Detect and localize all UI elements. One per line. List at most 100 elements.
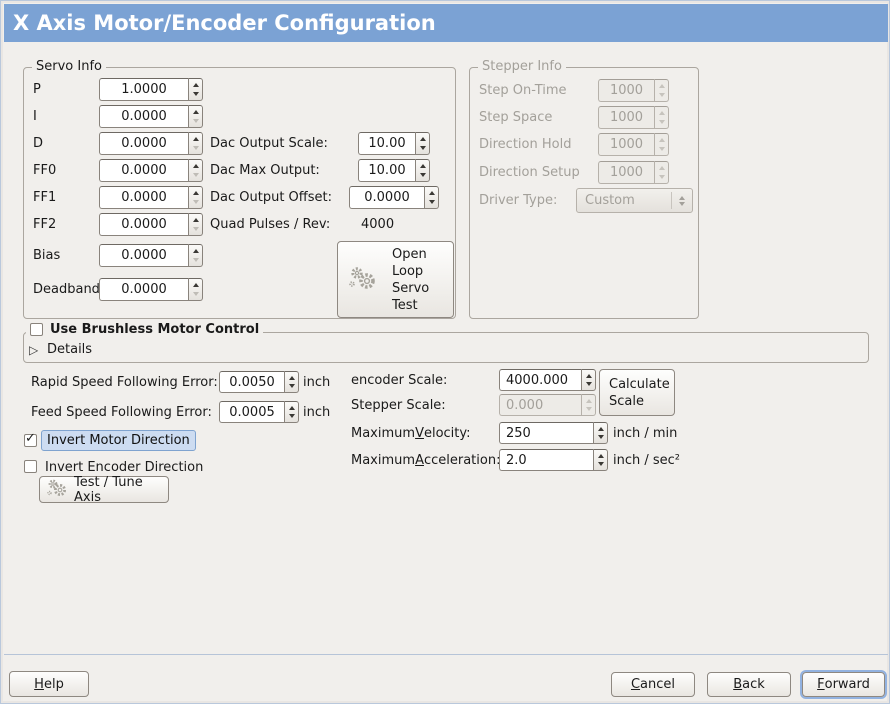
ff1-spinbox[interactable]: 0.0000 xyxy=(99,186,203,209)
max-velocity-spinner[interactable] xyxy=(593,422,608,444)
ff2-input[interactable]: 0.0000 xyxy=(99,213,188,236)
feed-following-error-unit: inch xyxy=(303,404,331,420)
bias-spinbox[interactable]: 0.0000 xyxy=(99,244,203,267)
gears-icon xyxy=(46,477,70,503)
calculate-scale-button-line: Scale xyxy=(609,393,644,409)
step-on-time-spinner xyxy=(654,79,669,102)
encoder-scale-label: encoder Scale: xyxy=(351,372,448,388)
encoder-scale-input[interactable]: 4000.000 xyxy=(499,369,581,391)
open-loop-servo-test-button[interactable]: Open Loop Servo Test xyxy=(337,241,454,318)
step-space-input: 1000 xyxy=(598,106,654,129)
dac-output-scale-spinner[interactable] xyxy=(415,132,430,155)
p-spinner[interactable] xyxy=(188,78,203,101)
rapid-following-error-label: Rapid Speed Following Error: xyxy=(31,374,218,390)
brushless-legend: Use Brushless Motor Control xyxy=(26,322,264,337)
d-label: D xyxy=(33,136,44,151)
direction-setup-spinner xyxy=(654,161,669,184)
dac-max-output-spinner[interactable] xyxy=(415,159,430,182)
ff0-input[interactable]: 0.0000 xyxy=(99,159,188,182)
dac-output-offset-label: Dac Output Offset: xyxy=(210,190,332,205)
use-brushless-checkbox[interactable] xyxy=(30,323,43,336)
rapid-following-error-unit: inch xyxy=(303,374,331,390)
i-spinner[interactable] xyxy=(188,105,203,128)
d-spinner[interactable] xyxy=(188,132,203,155)
direction-hold-input: 1000 xyxy=(598,133,654,156)
bias-label: Bias xyxy=(33,248,61,263)
invert-motor-checkbox[interactable]: ✓ xyxy=(24,431,37,447)
calculate-scale-button[interactable]: Calculate Scale xyxy=(599,369,675,416)
d-input[interactable]: 0.0000 xyxy=(99,132,188,155)
rapid-following-error-input[interactable]: 0.0050 xyxy=(219,371,284,393)
deadband-label: Deadband xyxy=(33,282,100,297)
ff2-spinbox[interactable]: 0.0000 xyxy=(99,213,203,236)
step-space-label: Step Space xyxy=(479,110,553,125)
ff1-spinner[interactable] xyxy=(188,186,203,209)
stepper-scale-label: Stepper Scale: xyxy=(351,397,446,413)
rapid-following-error-spinbox[interactable]: 0.0050 xyxy=(219,371,299,393)
invert-encoder-label[interactable]: Invert Encoder Direction xyxy=(45,459,204,475)
encoder-scale-spinner[interactable] xyxy=(581,369,596,391)
ff0-spinner[interactable] xyxy=(188,159,203,182)
driver-type-label: Driver Type: xyxy=(479,193,558,208)
stepper-scale-spinner xyxy=(581,394,596,416)
ff2-spinner[interactable] xyxy=(188,213,203,236)
deadband-spinbox[interactable]: 0.0000 xyxy=(99,278,203,301)
stepper-info-legend: Stepper Info xyxy=(478,59,566,74)
dac-output-offset-spinner[interactable] xyxy=(424,186,439,209)
page-title: X Axis Motor/Encoder Configuration xyxy=(4,4,888,42)
ff1-input[interactable]: 0.0000 xyxy=(99,186,188,209)
deadband-input[interactable]: 0.0000 xyxy=(99,278,188,301)
bias-input[interactable]: 0.0000 xyxy=(99,244,188,267)
open-loop-button-line: Test xyxy=(392,297,418,313)
quad-pulses-value: 4000 xyxy=(361,217,395,232)
test-tune-axis-button[interactable]: Test / Tune Axis xyxy=(39,475,169,505)
max-acceleration-spinner[interactable] xyxy=(593,449,608,471)
dac-max-output-spinbox[interactable]: 10.00 xyxy=(358,159,430,182)
ff0-spinbox[interactable]: 0.0000 xyxy=(99,159,203,182)
rapid-following-error-spinner[interactable] xyxy=(284,371,299,393)
d-spinbox[interactable]: 0.0000 xyxy=(99,132,203,155)
feed-following-error-spinner[interactable] xyxy=(284,401,299,423)
servo-info-frame: Servo Info xyxy=(23,59,456,319)
dac-output-scale-input[interactable]: 10.00 xyxy=(358,132,415,155)
dac-output-offset-input[interactable]: 0.0000 xyxy=(349,186,424,209)
step-on-time-input: 1000 xyxy=(598,79,654,102)
invert-motor-label[interactable]: Invert Motor Direction xyxy=(41,430,196,451)
ff2-label: FF2 xyxy=(33,217,57,232)
bias-spinner[interactable] xyxy=(188,244,203,267)
step-on-time-label: Step On-Time xyxy=(479,83,567,98)
p-label: P xyxy=(33,82,41,97)
feed-following-error-spinbox[interactable]: 0.0005 xyxy=(219,401,299,423)
max-acceleration-spinbox[interactable]: 2.0 xyxy=(499,449,608,471)
feed-following-error-input[interactable]: 0.0005 xyxy=(219,401,284,423)
expander-triangle-icon[interactable]: ▷ xyxy=(29,343,39,357)
gears-icon xyxy=(348,264,380,296)
details-expander[interactable]: Details xyxy=(47,341,93,357)
dac-output-offset-spinbox[interactable]: 0.0000 xyxy=(349,186,439,209)
max-velocity-unit: inch / min xyxy=(613,425,678,441)
feed-following-error-label: Feed Speed Following Error: xyxy=(31,404,212,420)
i-spinbox[interactable]: 0.0000 xyxy=(99,105,203,128)
dac-max-output-input[interactable]: 10.00 xyxy=(358,159,415,182)
direction-hold-spinbox: 1000 xyxy=(598,133,669,156)
i-input[interactable]: 0.0000 xyxy=(99,105,188,128)
p-input[interactable]: 1.0000 xyxy=(99,78,188,101)
encoder-scale-spinbox[interactable]: 4000.000 xyxy=(499,369,596,391)
invert-encoder-checkbox[interactable] xyxy=(24,460,37,473)
step-on-time-spinbox: 1000 xyxy=(598,79,669,102)
p-spinbox[interactable]: 1.0000 xyxy=(99,78,203,101)
max-velocity-spinbox[interactable]: 250 xyxy=(499,422,608,444)
i-label: I xyxy=(33,109,37,124)
max-velocity-input[interactable]: 250 xyxy=(499,422,593,444)
dac-output-scale-spinbox[interactable]: 10.00 xyxy=(358,132,430,155)
max-acceleration-input[interactable]: 2.0 xyxy=(499,449,593,471)
brushless-frame: Use Brushless Motor Control xyxy=(23,322,869,363)
deadband-spinner[interactable] xyxy=(188,278,203,301)
